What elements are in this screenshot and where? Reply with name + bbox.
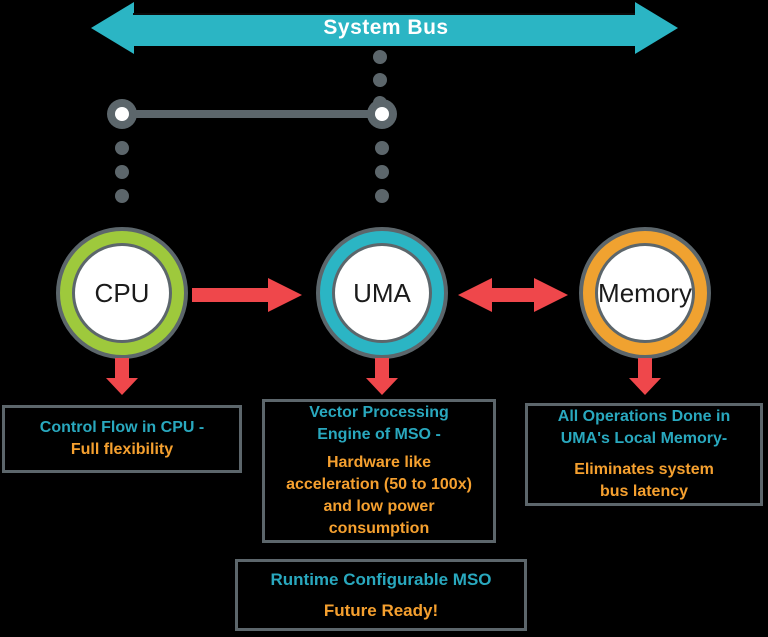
system-bus-right-arrowhead-icon [635, 2, 678, 54]
connector-line [122, 110, 382, 118]
bus-link-dot [373, 73, 387, 87]
connector-endpoint-hole [375, 107, 389, 121]
uma-callout-orange-text: Hardware like acceleration (50 to 100x) … [286, 453, 472, 537]
uma-link-dot [375, 165, 389, 179]
cpu-callout-orange-text: Full flexibility [70, 441, 174, 458]
uma-callout-teal-text: Vector Processing Engine of MSO - [309, 404, 449, 444]
system-bus-bar [133, 13, 635, 46]
memory-down-arrow [638, 358, 652, 378]
connector-endpoint-right [367, 99, 397, 129]
memory-node-label: Memory [595, 243, 695, 343]
bus-link-dot [373, 50, 387, 64]
bottom-callout-box: Runtime Configurable MSO Future Ready! [235, 559, 527, 631]
bottom-callout-teal-text: Runtime Configurable MSO [270, 569, 492, 589]
uma-memory-arrow [490, 288, 536, 302]
connector-endpoint-hole [115, 107, 129, 121]
uma-link-dot [375, 189, 389, 203]
system-bus-left-arrowhead-icon [91, 2, 134, 54]
system-bus-label: System Bus [323, 15, 449, 39]
uma-down-arrow [375, 358, 389, 378]
cpu-node: CPU [56, 227, 188, 359]
uma-callout-box: Vector Processing Engine of MSO - Hardwa… [262, 399, 496, 543]
cpu-link-dot [115, 189, 129, 203]
cpu-node-label: CPU [72, 243, 172, 343]
memory-down-arrowhead-icon [629, 378, 661, 395]
memory-callout-orange-text: Eliminates system bus latency [574, 460, 714, 500]
cpu-link-dot [115, 141, 129, 155]
cpu-link-dot [115, 165, 129, 179]
uma-node-label: UMA [332, 243, 432, 343]
uma-link-dot [375, 141, 389, 155]
uma-down-arrowhead-icon [366, 378, 398, 395]
cpu-callout-box: Control Flow in CPU - Full flexibility [2, 405, 242, 473]
uma-memory-right-arrowhead-icon [534, 278, 568, 312]
memory-callout-teal-text: All Operations Done in UMA's Local Memor… [557, 408, 731, 448]
uma-node: UMA [316, 227, 448, 359]
connector-endpoint-left [107, 99, 137, 129]
cpu-to-uma-arrow [192, 288, 268, 302]
cpu-down-arrowhead-icon [106, 378, 138, 395]
cpu-down-arrow [115, 358, 129, 378]
memory-node: Memory [579, 227, 711, 359]
cpu-to-uma-arrowhead-icon [268, 278, 302, 312]
uma-memory-left-arrowhead-icon [458, 278, 492, 312]
cpu-callout-teal-text: Control Flow in CPU - [39, 418, 205, 436]
bottom-callout-orange-text: Future Ready! [323, 601, 439, 620]
memory-callout-box: All Operations Done in UMA's Local Memor… [525, 403, 763, 506]
